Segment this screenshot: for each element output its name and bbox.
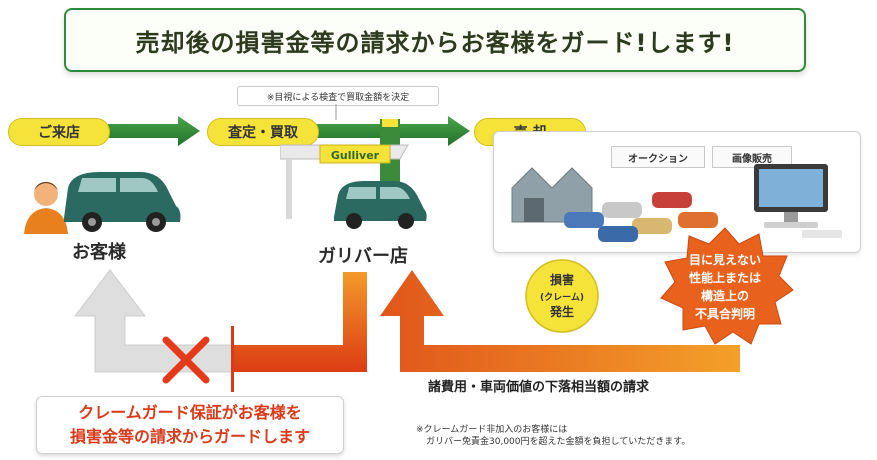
sale-panel: オークション 画像販売 xyxy=(493,131,861,253)
store-sign: Gulliver xyxy=(331,149,380,162)
customer-avatar-icon xyxy=(24,182,68,234)
svg-text:構造上の: 構造上の xyxy=(701,288,749,303)
page-title: 売却後の損害金等の請求からお客様をガード!します! xyxy=(135,28,735,57)
parked-cars-icon xyxy=(564,192,718,242)
svg-text:損害: 損害 xyxy=(550,272,574,287)
blocked-cross-icon xyxy=(162,336,210,384)
channel-auction: オークション xyxy=(611,146,705,168)
step-visit: ご来店 xyxy=(8,118,110,146)
footnote-line-2: ガリバー免責金30,000円を超えた金額を負担していただきます。 xyxy=(426,437,691,447)
damage-badge: 損害 (クレーム) 発生 xyxy=(525,259,599,333)
customer-car-icon xyxy=(64,172,181,232)
guard-line-2: 損害金等の請求からガードします xyxy=(69,427,310,446)
svg-text:目に見えない: 目に見えない xyxy=(689,252,761,267)
svg-text:(クレーム): (クレーム) xyxy=(540,292,584,303)
guard-message-box: クレームガード保証がお客様を 損害金等の請求からガードします xyxy=(36,396,344,454)
step-appraisal: 査定・買取 xyxy=(207,118,319,146)
monitor-icon xyxy=(754,164,842,238)
svg-text:発生: 発生 xyxy=(549,304,574,319)
sale-illustration xyxy=(511,164,842,242)
defect-burst-badge: 目に見えない 性能上または 構造上の 不具合判明 xyxy=(660,227,794,345)
title-banner: 売却後の損害金等の請求からお客様をガード!します! xyxy=(64,8,806,72)
store-scene: Gulliver xyxy=(280,119,427,229)
guard-barrier xyxy=(231,326,234,392)
inspection-note: ※目視による検査で買取金額を決定 xyxy=(237,86,439,106)
svg-text:性能上または: 性能上または xyxy=(688,270,761,285)
footnote: ※クレームガード非加入のお客様には ガリバー免責金30,000円を超えた金額を負… xyxy=(416,424,690,448)
claim-text: 諸費用・車両価値の下落相当額の請求 xyxy=(428,380,650,395)
orange-claim-arrow-right xyxy=(380,270,740,372)
customer-scene xyxy=(24,172,181,234)
svg-text:不具合判明: 不具合判明 xyxy=(695,306,755,321)
orange-claim-arrow-left xyxy=(232,272,367,372)
grey-return-arrow xyxy=(73,269,233,373)
arrow-visit-to-appraisal xyxy=(108,116,200,146)
footnote-line-1: ※クレームガード非加入のお客様には xyxy=(416,425,568,435)
store-car-icon xyxy=(334,181,427,229)
customer-label: お客様 xyxy=(72,242,126,263)
store-label: ガリバー店 xyxy=(318,246,408,267)
note-pointer xyxy=(335,104,337,120)
guard-line-1: クレームガード保証がお客様を xyxy=(78,403,302,422)
channel-online: 画像販売 xyxy=(712,146,792,168)
auction-warehouse-icon xyxy=(511,167,593,223)
